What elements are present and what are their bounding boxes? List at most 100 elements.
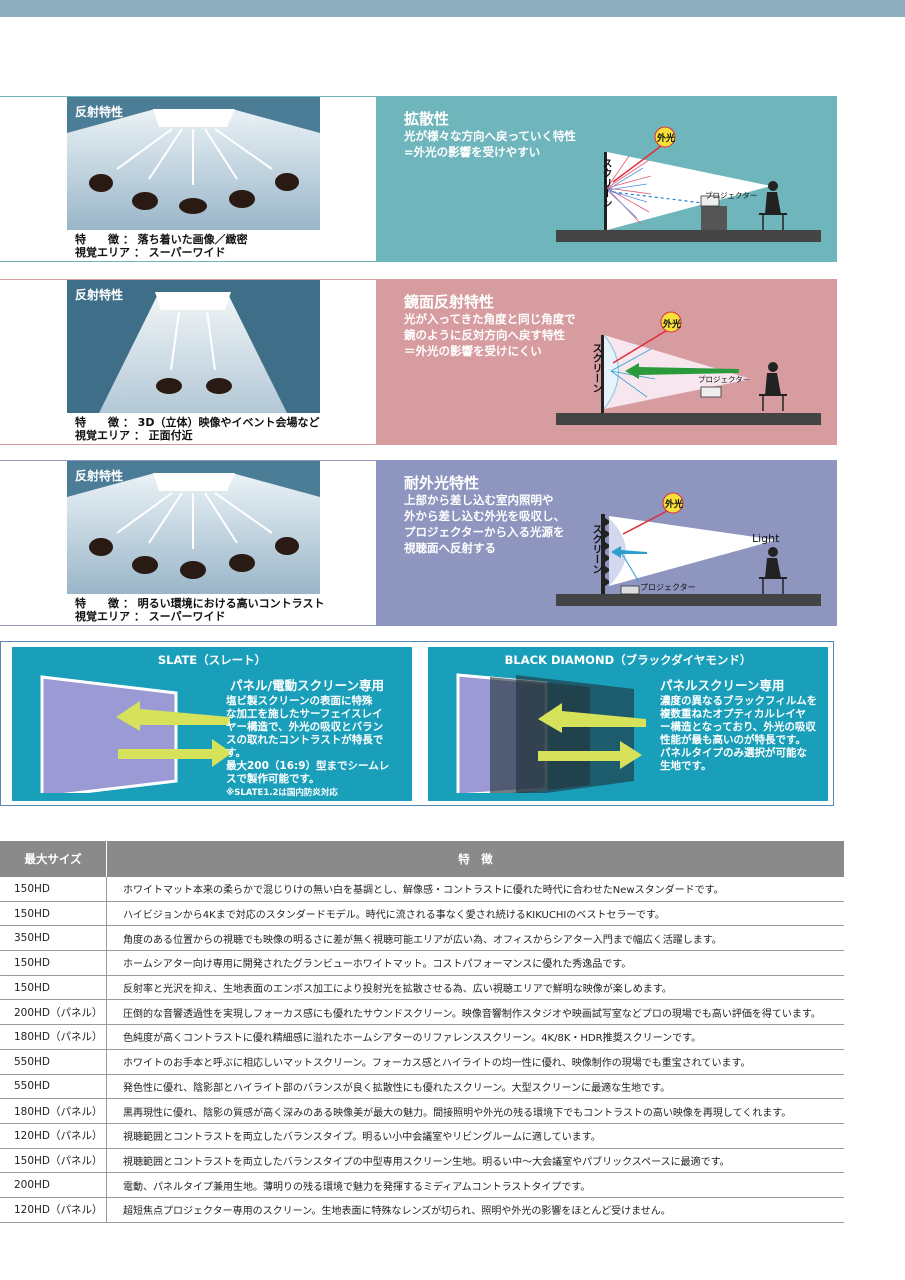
section-description: 光が入ってきた角度と同じ角度で 鏡のように反対方向へ戻す特性 ＝外光の影響を受け… — [404, 312, 576, 358]
screen-label: スクリーン — [600, 158, 611, 208]
explanation-panel: 鏡面反射特性 光が入ってきた角度と同じ角度で 鏡のように反対方向へ戻す特性 ＝外… — [376, 279, 837, 445]
cell-feature: 黒再現性に優れ、陰影の質感が高く深みのある映像美が最大の魅力。間接照明や外光の残… — [106, 1098, 844, 1124]
external-light-label: 外光 — [657, 134, 676, 144]
slate-panel: SLATE（スレート） パネル/電動スクリーン専用 塩ビ製スクリーンの表面に特殊… — [12, 647, 412, 801]
features: 特 徴 ： 明るい環境における高いコントラスト 視覚エリア ： スーパーワイド — [75, 597, 324, 623]
room-panel: 反射特性 特 徴 ： 明るい環境における高いコントラスト 視覚エリア ： スーパ… — [0, 460, 376, 626]
cell-max-size: 350HD — [0, 925, 107, 952]
panel-note: ※SLATE1.2は国内防炎対応 — [226, 788, 338, 798]
section-description: 上部から差し込む室内照明や 外から差し込む外光を吸収し、 プロジェクターから入る… — [404, 493, 565, 555]
room-illustration: 反射特性 — [67, 461, 320, 594]
panel-heading: SLATE（スレート） — [157, 653, 267, 667]
section-title: 鏡面反射特性 — [404, 293, 495, 311]
table-row: 120HD（パネル）超短焦点プロジェクター専用のスクリーン。生地表面に特殊なレン… — [0, 1197, 844, 1223]
cell-max-size: 550HD — [0, 1074, 107, 1100]
cell-feature: 視聴範囲とコントラストを両立したバランスタイプ。明るい小中会議室やリビングルーム… — [106, 1123, 844, 1149]
cell-max-size: 180HD（パネル） — [0, 1098, 107, 1124]
room-panel: 反射特性 特 徴 ： 落ち着いた画像／緻密 視覚エリア ： スーパーワイド — [0, 96, 376, 262]
light-label: Light — [752, 532, 780, 545]
header-max-size: 最大サイズ — [0, 841, 107, 877]
cell-feature: ホワイトのお手本と呼ぶに相応しいマットスクリーン。フォーカス感とハイライトの均一… — [106, 1049, 844, 1075]
section-title: 耐外光特性 — [404, 474, 480, 492]
table-row: 120HD（パネル）視聴範囲とコントラストを両立したバランスタイプ。明るい小中会… — [0, 1123, 844, 1149]
projector-label: プロジェクター — [705, 191, 758, 200]
cell-max-size: 120HD（パネル） — [0, 1123, 107, 1149]
features: 特 徴 ： 落ち着いた画像／緻密 視覚エリア ： スーパーワイド — [75, 233, 248, 259]
header-features: 特 徴 — [106, 841, 844, 877]
feature-line: 特 徴 ： 落ち着いた画像／緻密 — [75, 233, 248, 246]
screen-material-panels: SLATE（スレート） パネル/電動スクリーン専用 塩ビ製スクリーンの表面に特殊… — [0, 641, 834, 806]
cell-feature: 圧倒的な音響透過性を実現しフォーカス感にも優れたサウンドスクリーン。映像音響制作… — [106, 999, 844, 1026]
feature-line: 特 徴 ： 明るい環境における高いコントラスト — [75, 597, 325, 610]
room-illustration: 反射特性 — [67, 97, 320, 230]
slate-illustration — [40, 675, 232, 793]
table-row: 150HD（パネル）視聴範囲とコントラストを両立したバランスタイプの中型専用スク… — [0, 1148, 844, 1174]
section-description: 光が様々な方向へ戻っていく特性 =外光の影響を受けやすい — [404, 129, 576, 159]
room-panel: 反射特性 特 徴 ： 3D（立体）映像やイベント会場など 視覚エリア ： 正面付… — [0, 279, 376, 445]
room-label: 反射特性 — [75, 469, 124, 483]
screen-label: スクリーン — [590, 524, 601, 574]
cell-feature: ハイビジョンから4Kまで対応のスタンダードモデル。時代に流される事なく愛され続け… — [106, 901, 844, 927]
cell-feature: 超短焦点プロジェクター専用のスクリーン。生地表面に特殊なレンズが切られ、照明や外… — [106, 1197, 844, 1223]
room-illustration: 反射特性 — [67, 280, 320, 413]
cell-max-size: 180HD（パネル） — [0, 1024, 107, 1050]
cell-max-size: 150HD（パネル） — [0, 1148, 107, 1174]
cell-feature: 反射率と光沢を抑え、生地表面のエンボス加工により投射光を拡散させる為、広い視聴エ… — [106, 975, 844, 1001]
explanation-panel: 拡散性 光が様々な方向へ戻っていく特性 =外光の影響を受けやすい — [376, 96, 837, 262]
features: 特 徴 ： 3D（立体）映像やイベント会場など 視覚エリア ： 正面付近 — [75, 416, 319, 442]
external-light-label: 外光 — [665, 500, 684, 510]
top-banner — [0, 0, 905, 17]
cell-feature: 発色性に優れ、陰影部とハイライト部のバランスが良く拡散性にも優れたスクリーン。大… — [106, 1074, 844, 1100]
panel-description: 濃度の異なるブラックフィルムを 複数重ねたオプティカルレイヤ ー構造となっており… — [660, 695, 818, 772]
table-header-row: 最大サイズ 特 徴 — [0, 841, 844, 877]
panel-description: 塩ビ製スクリーンの表面に特殊 な加工を施したサーフェイスレイ ヤー構造で、外光の… — [226, 695, 390, 785]
section-diffuse: 反射特性 特 徴 ： 落ち着いた画像／緻密 視覚エリア ： スーパーワイド 拡散… — [0, 96, 837, 262]
feature-line: 視覚エリア ： スーパーワイド — [75, 610, 226, 623]
cell-max-size: 150HD — [0, 901, 107, 927]
black-diamond-illustration — [456, 673, 646, 793]
cell-feature: 視聴範囲とコントラストを両立したバランスタイプの中型専用スクリーン生地。明るい中… — [106, 1148, 844, 1174]
panel-heading: BLACK DIAMOND（ブラックダイヤモンド） — [504, 653, 752, 667]
projector-label: プロジェクター — [640, 583, 696, 592]
table-row: 200HD（パネル）圧倒的な音響透過性を実現しフォーカス感にも優れたサウンドスク… — [0, 999, 844, 1026]
panel-subtitle: パネル/電動スクリーン専用 — [230, 678, 384, 693]
cell-max-size: 200HD（パネル） — [0, 999, 107, 1026]
cell-max-size: 150HD — [0, 975, 107, 1001]
cell-feature: ホームシアター向け専用に開発されたグランビューホワイトマット。コストパフォーマン… — [106, 950, 844, 976]
black-diamond-panel: BLACK DIAMOND（ブラックダイヤモンド） パネルスクリーン専用 濃度の… — [428, 647, 828, 801]
external-light-label: 外光 — [663, 320, 682, 330]
screen-label: スクリーン — [590, 343, 601, 393]
feature-line: 視覚エリア ： スーパーワイド — [75, 246, 226, 259]
cell-max-size: 150HD — [0, 950, 107, 976]
cell-feature: 角度のある位置からの視聴でも映像の明るさに差が無く視聴可能エリアが広い為、オフィ… — [106, 925, 844, 952]
cell-feature: 電動、パネルタイプ兼用生地。薄明りの残る環境で魅力を発揮するミディアムコントラス… — [106, 1172, 844, 1198]
table-row: 180HD（パネル）色純度が高くコントラストに優れ精細感に溢れたホームシアターの… — [0, 1024, 844, 1050]
cell-feature: ホワイトマット本来の柔らかで混じりけの無い白を基調とし、解像感・コントラストに優… — [106, 877, 844, 902]
explanation-panel: 耐外光特性 上部から差し込む室内照明や 外から差し込む外光を吸収し、 プロジェク… — [376, 460, 837, 626]
room-label: 反射特性 — [75, 105, 124, 119]
cell-max-size: 200HD — [0, 1172, 107, 1198]
feature-line: 特 徴 ： 3D（立体）映像やイベント会場など — [75, 416, 320, 429]
cell-max-size: 120HD（パネル） — [0, 1197, 107, 1223]
section-ambient-rejecting: 反射特性 特 徴 ： 明るい環境における高いコントラスト 視覚エリア ： スーパ… — [0, 460, 837, 626]
projector-label: プロジェクター — [698, 375, 751, 384]
cell-feature: 色純度が高くコントラストに優れ精細感に溢れたホームシアターのリファレンススクリー… — [106, 1024, 844, 1050]
specular-diagram — [556, 311, 821, 425]
ambient-rejecting-diagram — [556, 492, 821, 606]
feature-line: 視覚エリア ： 正面付近 — [75, 429, 193, 442]
table-row: 180HD（パネル）黒再現性に優れ、陰影の質感が高く深みのある映像美が最大の魅力… — [0, 1098, 844, 1124]
section-specular: 反射特性 特 徴 ： 3D（立体）映像やイベント会場など 視覚エリア ： 正面付… — [0, 279, 837, 445]
section-title: 拡散性 — [404, 110, 450, 128]
panel-subtitle: パネルスクリーン専用 — [660, 678, 785, 693]
room-label: 反射特性 — [75, 288, 124, 302]
